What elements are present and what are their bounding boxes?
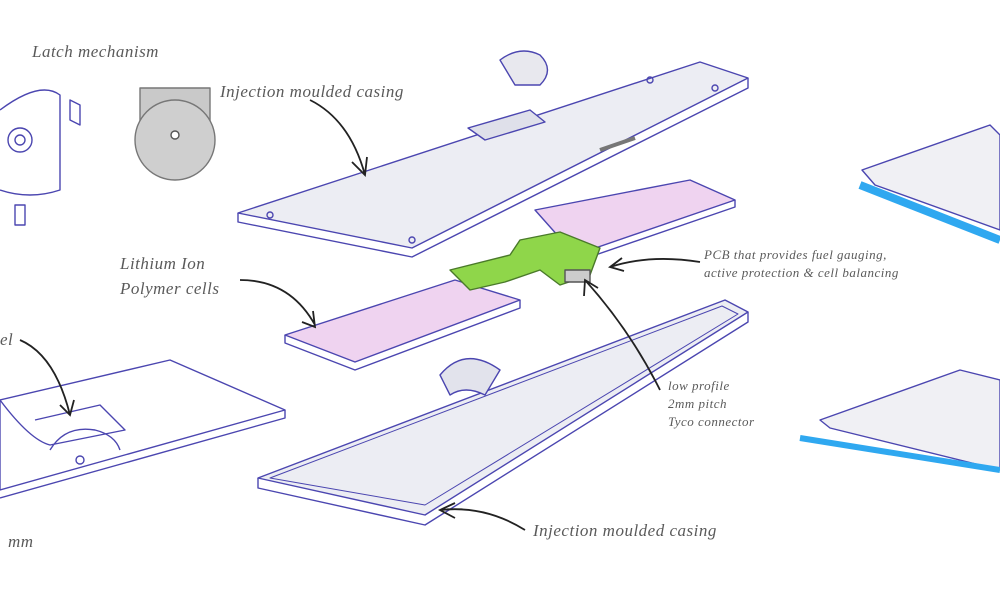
label-top-casing: Injection moulded casing [220,82,404,101]
label-latch-mechanism: Latch mechanism [32,42,159,61]
latch-part [499,50,549,86]
label-cells-line2: Polymer cells [120,279,220,298]
latch-sketch [0,89,81,226]
left-partial-part [0,359,286,499]
label-cells-line1: Lithium Ion [120,254,206,273]
label-connector-line2: 2mm pitch [668,396,728,411]
latch-disc [134,87,216,181]
label-dimension-partial: mm [8,532,34,551]
leader-arrows [19,99,701,531]
right-partial-sketches [799,124,1000,473]
top-casing [237,61,749,258]
label-bottom-casing: Injection moulded casing [533,521,717,540]
label-pcb-line2: active protection & cell balancing [704,265,899,280]
label-connector-line1: low profile [668,378,730,393]
label-connector-line3: Tyco connector [668,414,755,429]
label-pcb-line1: PCB that provides fuel gauging, [704,247,887,262]
label-left-partial: el [0,330,14,349]
bottom-casing [257,299,749,526]
